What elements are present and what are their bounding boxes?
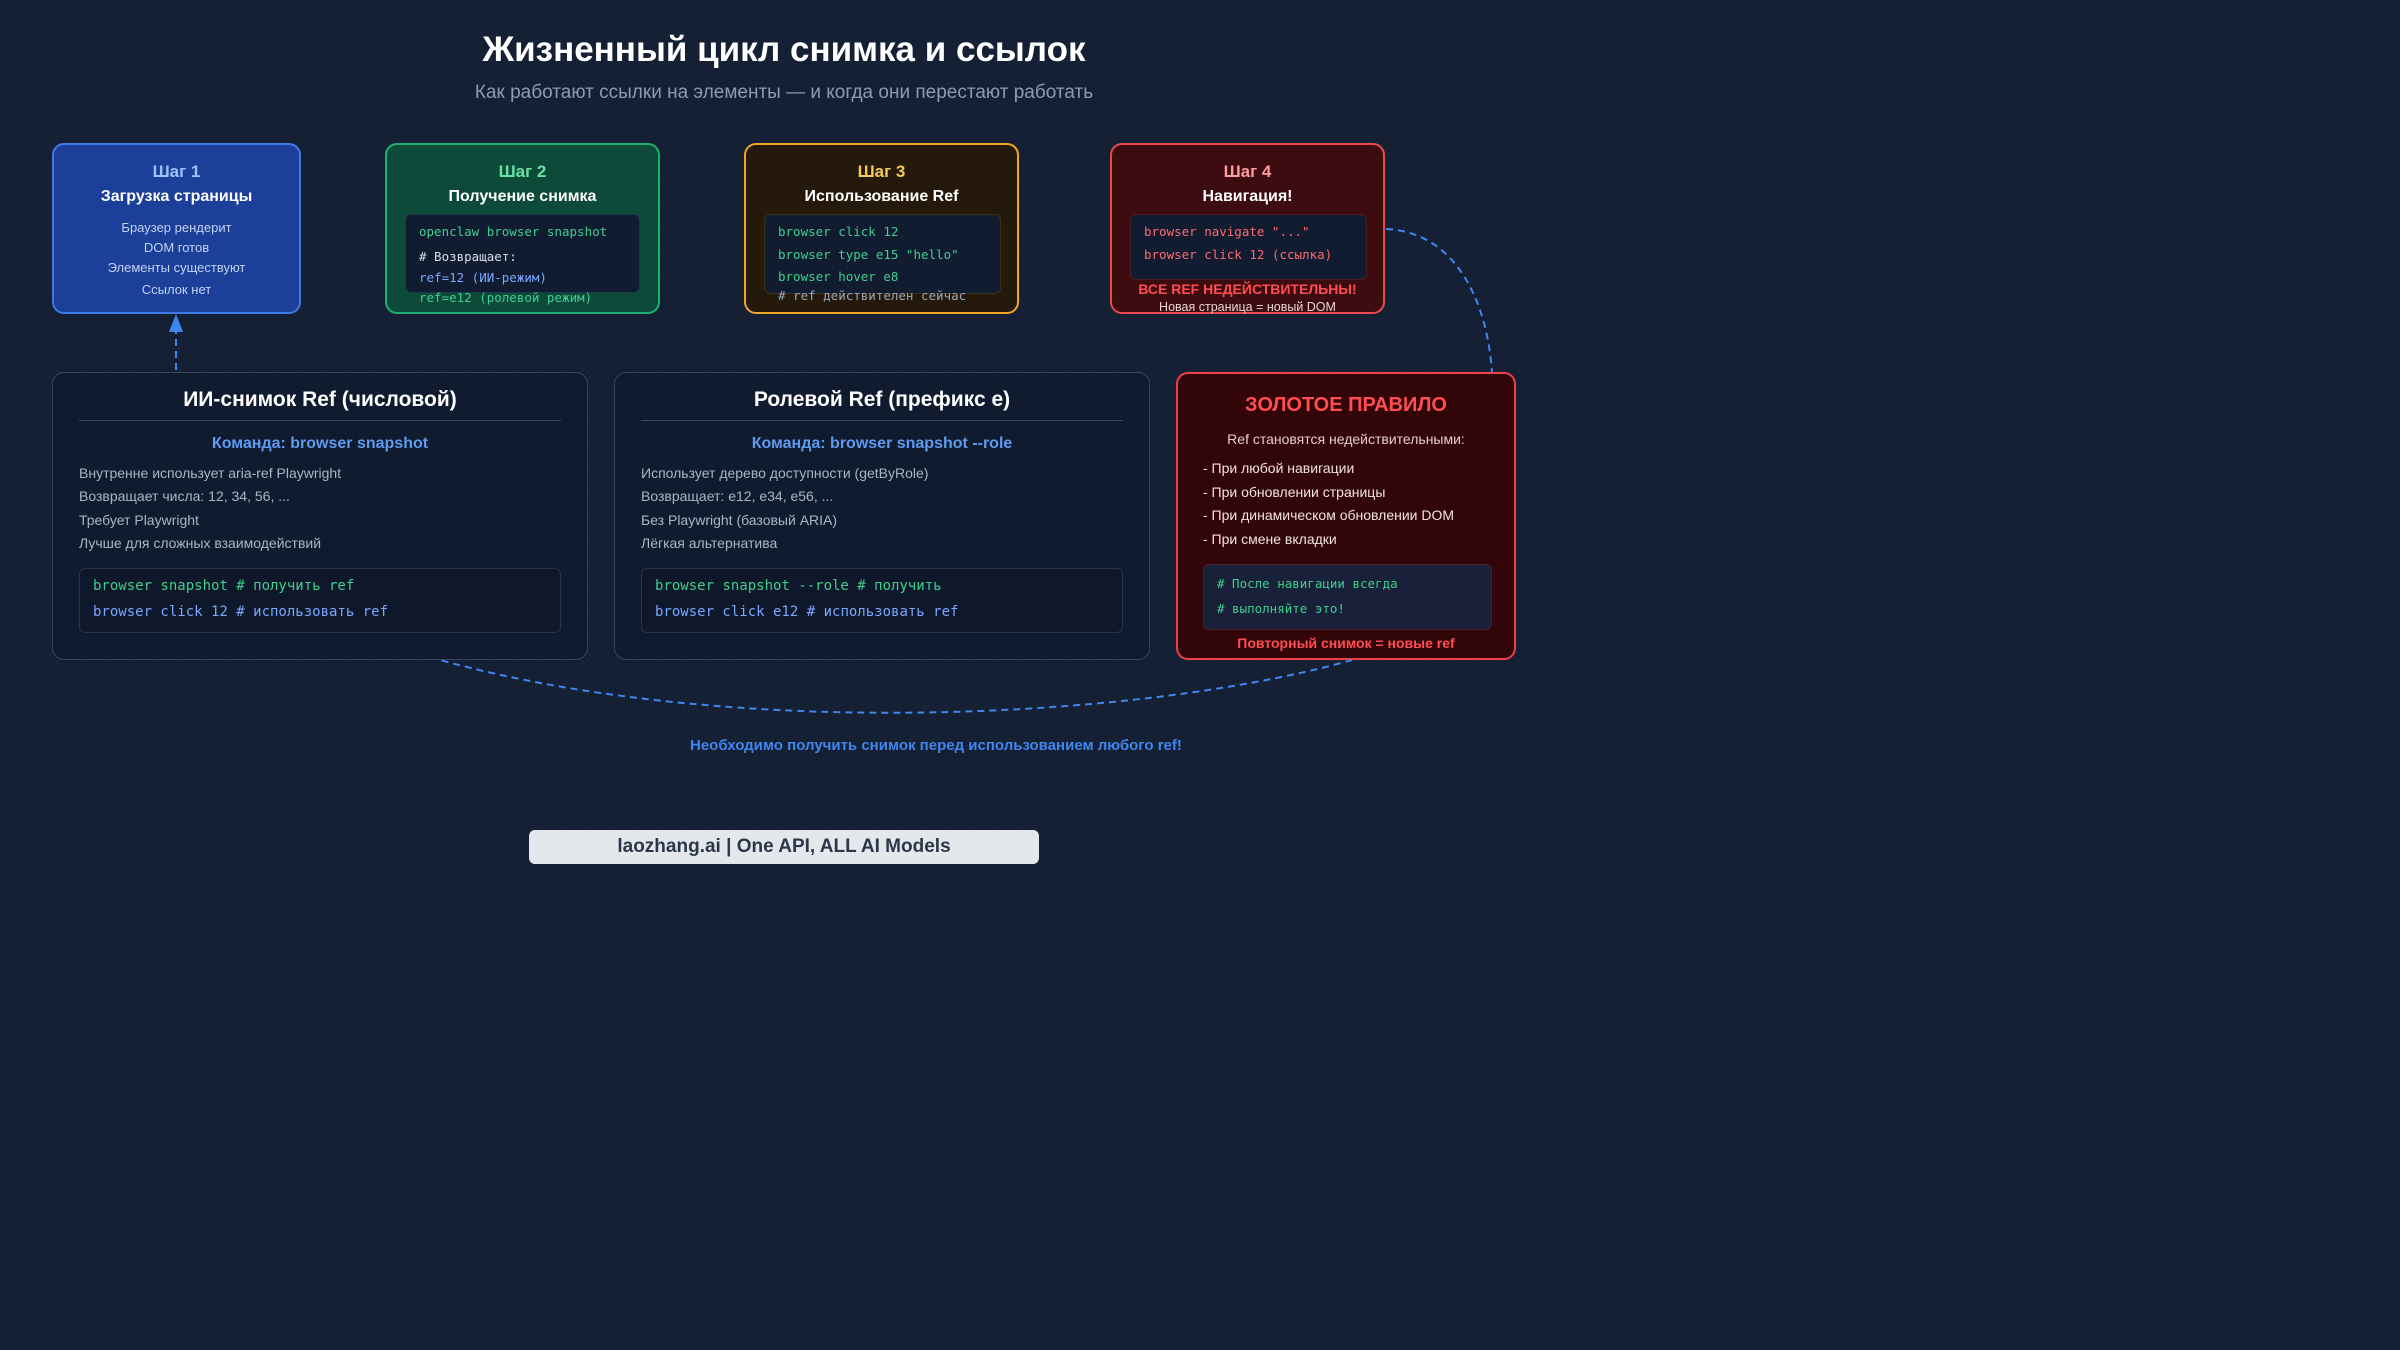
code-line: browser click 12 bbox=[778, 224, 899, 239]
step-1-line: Ссылок нет bbox=[141, 282, 212, 297]
panel-command: Команда: browser snapshot --role bbox=[751, 435, 1013, 452]
step-4-warning-sub: Новая страница = новый DOM bbox=[1159, 300, 1336, 314]
golden-rule-code-block: # После навигации всегда # выполняйте эт… bbox=[1203, 564, 1492, 630]
step-4-warning: ВСЕ REF НЕДЕЙСТВИТЕЛЬНЫ! bbox=[1138, 281, 1357, 297]
connector-layer bbox=[169, 228, 1493, 714]
golden-rule-subtitle: Ref становятся недействительными: bbox=[1227, 431, 1465, 447]
code-line: browser snapshot --role # получить bbox=[655, 578, 942, 594]
step-2-code-block: openclaw browser snapshot # Возвращает: … bbox=[405, 214, 640, 305]
golden-rule-card: ЗОЛОТОЕ ПРАВИЛО Ref становятся недействи… bbox=[1176, 372, 1516, 660]
panel-bullet: Использует дерево доступности (getByRole… bbox=[641, 465, 929, 481]
panel-code-block: browser snapshot # получить ref browser … bbox=[79, 568, 561, 633]
step-1-line: Элементы существуют bbox=[107, 260, 246, 275]
step-3-name: Использование Ref bbox=[804, 188, 959, 205]
step-1-line: Браузер рендерит bbox=[121, 220, 232, 235]
panel-bullet: Внутренне использует aria-ref Playwright bbox=[79, 465, 342, 481]
step-4-label: Шаг 4 bbox=[1223, 162, 1272, 181]
step-2-name: Получение снимка bbox=[448, 188, 597, 205]
step-3-code-block: browser click 12 browser type e15 "hello… bbox=[764, 214, 1001, 303]
step-4-name: Навигация! bbox=[1202, 188, 1293, 205]
code-line: browser click e12 # использовать ref bbox=[655, 604, 959, 620]
step-1-name: Загрузка страницы bbox=[100, 188, 253, 205]
loop-note: Необходимо получить снимок перед использ… bbox=[690, 737, 1182, 754]
step-1-card: Шаг 1 Загрузка страницы Браузер рендерит… bbox=[52, 143, 301, 314]
panel-bullet: Возвращает: e12, e34, e56, ... bbox=[641, 488, 834, 504]
code-line: # выполняйте это! bbox=[1217, 601, 1345, 616]
panel-bullet: Требует Playwright bbox=[79, 512, 199, 528]
golden-rule-item: - При динамическом обновлении DOM bbox=[1203, 507, 1455, 523]
panel-divider bbox=[79, 420, 561, 421]
arrow-head-icon bbox=[169, 314, 183, 332]
golden-rule-title: ЗОЛОТОЕ ПРАВИЛО bbox=[1245, 394, 1447, 416]
step-4-card: Шаг 4 Навигация! browser navigate "..." … bbox=[1110, 143, 1385, 314]
panel-bullet: Лёгкая альтернатива bbox=[641, 535, 778, 551]
step-3-label: Шаг 3 bbox=[857, 162, 906, 181]
golden-rule-item: - При любой навигации bbox=[1203, 460, 1355, 476]
code-line: browser type e15 "hello" bbox=[778, 247, 959, 262]
nav-to-golden-rule-connector bbox=[1385, 228, 1493, 373]
code-line: browser click 12 # использовать ref bbox=[93, 604, 389, 620]
code-line: ref=12 (ИИ-режим) bbox=[419, 270, 547, 285]
panel-command: Команда: browser snapshot bbox=[211, 435, 429, 452]
code-line: browser navigate "..." bbox=[1144, 224, 1310, 239]
golden-rule-footer: Повторный снимок = новые ref bbox=[1237, 635, 1455, 651]
loop-back-curve bbox=[439, 659, 1353, 714]
ai-snapshot-panel: ИИ-снимок Ref (числовой) Команда: browse… bbox=[52, 372, 588, 660]
panel-bullet: Лучше для сложных взаимодействий bbox=[79, 535, 322, 551]
panel-code-block: browser snapshot --role # получить brows… bbox=[641, 568, 1123, 633]
step-2-label: Шаг 2 bbox=[498, 162, 547, 181]
step-1-label: Шаг 1 bbox=[152, 162, 201, 181]
code-line: # Возвращает: bbox=[419, 249, 517, 264]
golden-rule-item: - При обновлении страницы bbox=[1203, 484, 1386, 500]
panel-title: Ролевой Ref (префикс e) bbox=[753, 388, 1011, 411]
panel-title: ИИ-снимок Ref (числовой) bbox=[183, 388, 457, 411]
step-2-card: Шаг 2 Получение снимка openclaw browser … bbox=[385, 143, 660, 314]
golden-rule-item: - При смене вкладки bbox=[1203, 531, 1337, 547]
code-line: # ref действителен сейчас bbox=[778, 288, 967, 303]
code-line: # После навигации всегда bbox=[1217, 576, 1398, 591]
code-line: browser snapshot # получить ref bbox=[93, 578, 355, 594]
step-3-card: Шаг 3 Использование Ref browser click 12… bbox=[744, 143, 1019, 314]
panel-divider bbox=[641, 420, 1123, 421]
code-line: browser click 12 (ссылка) bbox=[1144, 247, 1333, 262]
diagram-subtitle: Как работают ссылки на элементы — и когд… bbox=[474, 82, 1094, 103]
footer-banner: laozhang.ai | One API, ALL AI Models bbox=[529, 830, 1039, 864]
panel-bullet: Возвращает числа: 12, 34, 56, ... bbox=[79, 488, 290, 504]
diagram-title: Жизненный цикл снимка и ссылок bbox=[482, 30, 1086, 69]
step-1-line: DOM готов bbox=[143, 240, 210, 255]
panel-bullet: Без Playwright (базовый ARIA) bbox=[641, 512, 838, 528]
step-4-code-block: browser navigate "..." browser click 12 … bbox=[1130, 214, 1367, 280]
code-line: ref=e12 (ролевой режим) bbox=[419, 290, 593, 305]
code-line: openclaw browser snapshot bbox=[419, 224, 608, 239]
role-ref-panel: Ролевой Ref (префикс e) Команда: browser… bbox=[614, 372, 1150, 660]
code-line: browser hover e8 bbox=[778, 269, 899, 284]
